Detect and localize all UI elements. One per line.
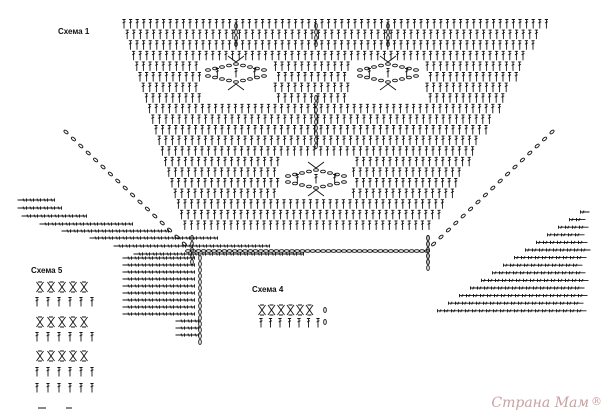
scheme-1-chain-spines: [234, 23, 390, 149]
scheme-1-motif-left: [205, 55, 267, 91]
scheme-4-label: Схема 4: [252, 285, 284, 294]
scheme-4-grid: [258, 304, 327, 328]
watermark-text: Страна Мам: [491, 395, 589, 411]
registered-mark-icon: ®: [591, 395, 602, 408]
watermark-logo: Страна Мам®: [491, 395, 602, 411]
scheme-2-lower-block: [122, 255, 202, 345]
scheme-1-motif-right: [357, 55, 419, 91]
scheme-1-motif-center: [285, 161, 347, 197]
scheme-1-yoke: [122, 19, 548, 265]
scheme-5-grid: [35, 281, 94, 409]
scheme-2-left-sleeve: [17, 129, 304, 256]
scheme-1-label: Схема 1: [58, 27, 90, 36]
scheme-3-right-sleeve: [426, 129, 591, 313]
scheme-5-label: Схема 5: [31, 266, 63, 275]
